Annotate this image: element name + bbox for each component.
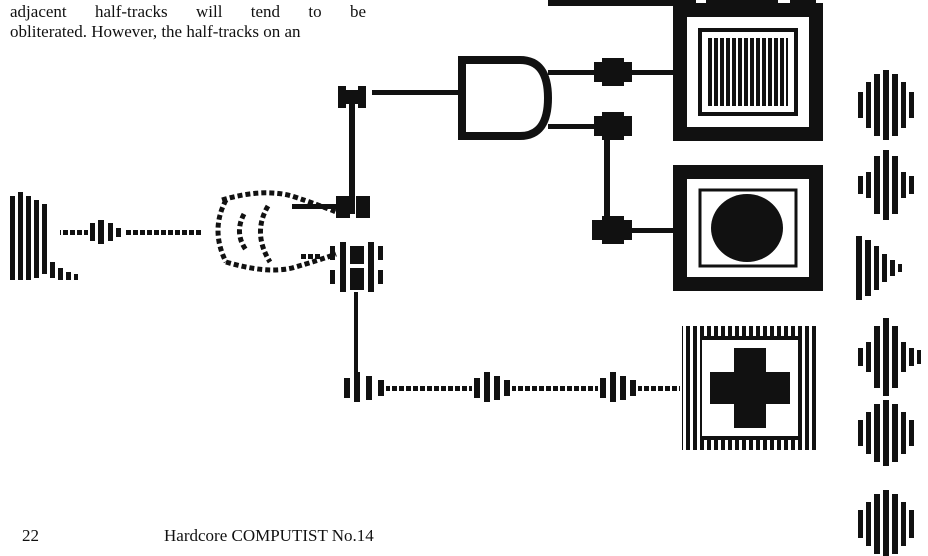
connector-wire	[344, 372, 680, 402]
glyph-column	[856, 70, 921, 556]
and-gate-icon	[458, 56, 602, 140]
page-number: 22	[22, 526, 39, 545]
publication-title: Hardcore COMPUTIST No.14	[164, 526, 374, 545]
cross-box-icon	[682, 326, 816, 450]
striped-box-icon	[673, 3, 823, 141]
bar-glyph-icon	[858, 400, 914, 466]
body-text-line: adjacent half-tracks will tend to be	[10, 2, 366, 21]
body-text: adjacent half-tracks will tend to be obl…	[10, 2, 366, 42]
connector-wire	[292, 86, 460, 218]
body-text-line: obliterated. However, the half-tracks on…	[10, 22, 301, 41]
bar-glyph-icon	[10, 192, 78, 280]
connector-wire	[300, 242, 383, 380]
circle-box-icon	[673, 165, 823, 291]
connector-wire	[60, 220, 202, 244]
bar-glyph-icon	[858, 150, 914, 220]
connector-wire	[592, 58, 676, 244]
bar-glyph-icon	[858, 490, 914, 556]
bar-glyph-icon	[858, 70, 914, 140]
bar-glyph-icon	[858, 318, 921, 396]
bar-glyph-icon	[856, 236, 902, 300]
